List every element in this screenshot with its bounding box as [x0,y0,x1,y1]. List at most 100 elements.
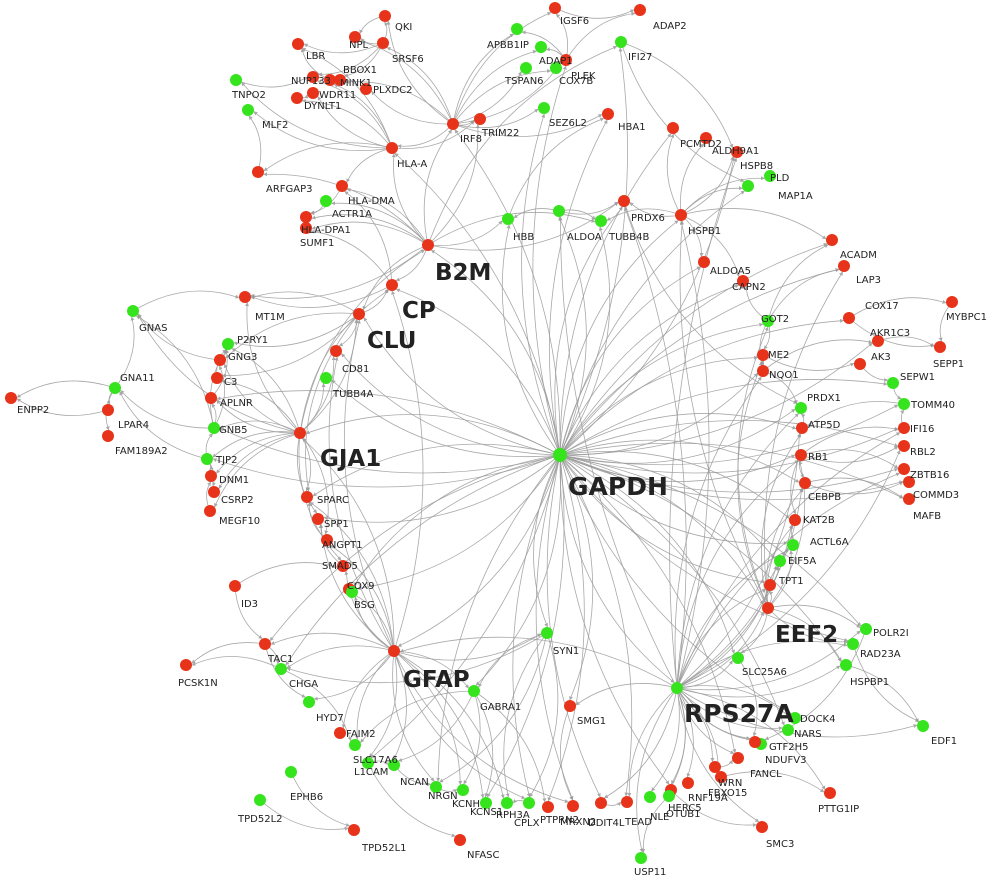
node-igsf6[interactable] [549,2,561,14]
node-ncan[interactable] [388,759,400,771]
node-polr2i[interactable] [860,623,872,635]
node-zbtb16[interactable] [898,463,910,475]
node-id3[interactable] [229,580,241,592]
node-hba1[interactable] [602,108,614,120]
node-eef2[interactable] [762,602,774,614]
node-nqo1[interactable] [757,365,769,377]
node-tead[interactable] [621,796,633,808]
node-rad23a[interactable] [847,638,859,650]
node-c3[interactable] [211,372,223,384]
node-rb1[interactable] [795,449,807,461]
node-otub1[interactable] [663,790,675,802]
node-tpt1[interactable] [764,579,776,591]
node-mink1[interactable] [324,74,336,86]
node-csrp2[interactable] [208,486,220,498]
node-gfap[interactable] [388,645,400,657]
node-bsg[interactable] [346,586,358,598]
node-prdx1[interactable] [795,402,807,414]
node-eif5a[interactable] [774,555,786,567]
node-cd81[interactable] [330,345,342,357]
node-hbb[interactable] [502,213,514,225]
node-b2m[interactable] [422,239,434,251]
node-cox7b[interactable] [550,62,562,74]
node-bbox1[interactable] [334,74,346,86]
node-qki[interactable] [379,10,391,22]
node-megf10[interactable] [204,505,216,517]
node-kat2b[interactable] [789,514,801,526]
node-pcmtd2[interactable] [667,122,679,134]
node-ptprn2[interactable] [542,801,554,813]
node-actr1a[interactable] [320,195,332,207]
node-hyd7[interactable] [303,696,315,708]
node-gng3[interactable] [214,354,226,366]
node-ak3[interactable] [854,358,866,370]
node-nrgn[interactable] [430,781,442,793]
node-gnb5[interactable] [208,422,220,434]
node-dnm1[interactable] [205,470,217,482]
node-smc3[interactable] [756,821,768,833]
node-ifi27[interactable] [615,36,627,48]
node-plxdc2[interactable] [360,83,372,95]
node-map1a[interactable] [742,180,754,192]
node-slc25a6[interactable] [732,652,744,664]
node-akr1c3[interactable] [872,335,884,347]
node-srsf6[interactable] [377,37,389,49]
node-npl[interactable] [349,31,361,43]
node-l1cam[interactable] [362,757,374,769]
node-sez6l2[interactable] [538,102,550,114]
node-syn1[interactable] [541,627,553,639]
node-actl6a[interactable] [787,539,799,551]
node-hspb1[interactable] [675,209,687,221]
node-tac1[interactable] [259,638,271,650]
node-fancl[interactable] [732,752,744,764]
node-wdr11[interactable] [307,87,319,99]
node-smg1[interactable] [564,700,576,712]
node-pcsk1n[interactable] [180,659,192,671]
node-faim2[interactable] [334,727,346,739]
node-tspan6[interactable] [520,62,532,74]
node-angpt1[interactable] [321,534,333,546]
node-aplnr[interactable] [205,392,217,404]
node-aldoa5[interactable] [698,256,710,268]
node-irf8[interactable] [447,118,459,130]
node-atp5d[interactable] [796,422,808,434]
node-nup133[interactable] [307,71,319,83]
node-capn2[interactable] [737,275,749,287]
node-ddit4l[interactable] [595,797,607,809]
node-aldh9a1[interactable] [700,132,712,144]
node-mafb[interactable] [903,493,915,505]
node-nars[interactable] [782,724,794,736]
node-clu[interactable] [353,308,365,320]
node-tnpo2[interactable] [230,74,242,86]
node-cox17[interactable] [843,312,855,324]
node-cp[interactable] [386,279,398,291]
node-mlf2[interactable] [242,104,254,116]
node-ndufv3[interactable] [749,736,761,748]
node-lpar4[interactable] [102,404,114,416]
node-gna11[interactable] [109,382,121,394]
node-mybpc1[interactable] [946,296,958,308]
node-gnas[interactable] [127,305,139,317]
node-fbxo15[interactable] [715,771,727,783]
node-tpd52l2[interactable] [254,794,266,806]
node-dynlt1[interactable] [291,92,303,104]
node-gabra1[interactable] [468,685,480,697]
node-dock4[interactable] [789,712,801,724]
node-p2ry1[interactable] [222,338,234,350]
node-mt1m[interactable] [239,291,251,303]
node-ephb6[interactable] [285,766,297,778]
node-rps27a[interactable] [671,682,683,694]
node-gja1[interactable] [294,427,306,439]
node-commd3[interactable] [903,476,915,488]
node-tjp2[interactable] [201,453,213,465]
node-pld[interactable] [764,170,776,182]
node-kcns1[interactable] [480,797,492,809]
node-arfgap3[interactable] [252,166,264,178]
node-tubb4b[interactable] [595,215,607,227]
node-nfasc[interactable] [454,834,466,846]
node-hspbp1[interactable] [840,659,852,671]
node-ifi16[interactable] [898,422,910,434]
node-rph3a[interactable] [501,797,513,809]
node-sepw1[interactable] [887,377,899,389]
node-cebpb[interactable] [799,477,811,489]
